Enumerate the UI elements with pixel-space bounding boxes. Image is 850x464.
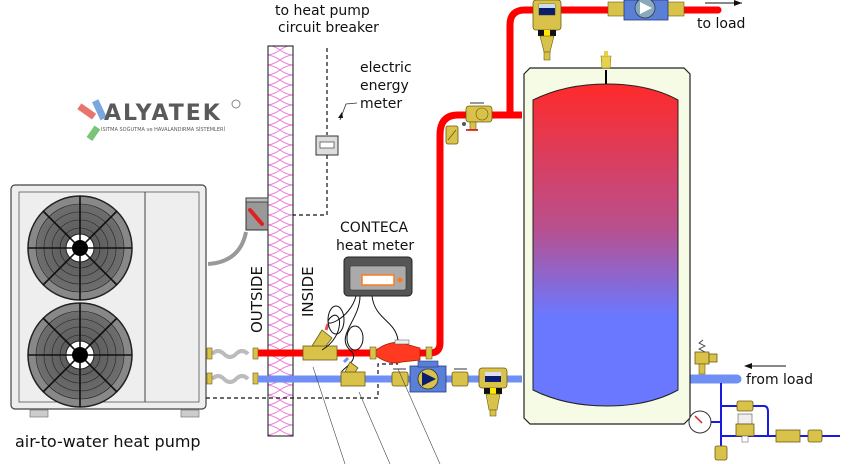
fan-upper (27, 195, 133, 301)
wall-insulation (267, 45, 294, 437)
logo-red-bar (77, 103, 97, 120)
isolation-valve-return-left (391, 368, 409, 387)
tank-vessel (532, 83, 679, 407)
leader-arrowhead (338, 112, 343, 118)
hose-fitting (252, 372, 259, 385)
drain-valve (714, 445, 728, 461)
breaker-label-line1: to heat pump (275, 3, 370, 19)
flex-hose-return (210, 374, 250, 384)
cable-coil (327, 305, 345, 335)
y-strainer-return (340, 356, 366, 387)
outside-label: OUTSIDE (248, 266, 266, 333)
circulator-pump-top (607, 0, 685, 21)
temperature-sensor-cable-return (341, 295, 361, 373)
heat-pump-label: air-to-water heat pump (15, 432, 201, 451)
pressure-relief-valve-return (694, 339, 718, 375)
hose-fitting (206, 347, 213, 360)
logo-brand-text: ALYATEK (104, 101, 222, 126)
supply-to-load-pipe (506, 6, 722, 119)
pressure-reducing-valve (735, 413, 755, 443)
backflow-preventer (775, 429, 801, 443)
heat-meter-label-line2: heat meter (336, 238, 414, 254)
conteca-heat-meter (343, 256, 413, 297)
energy-meter-label-line1: electric (360, 60, 412, 76)
heat-meter-led (397, 277, 403, 283)
alyatek-logo: ALYATEK ISITMA SOĞUTMA ve HAVALANDIRMA S… (77, 99, 241, 142)
flex-hose-supply (210, 349, 250, 359)
air-vent (600, 55, 612, 69)
logo-green-bar (86, 125, 101, 142)
disconnect-handle (248, 208, 264, 226)
temperature-sensor-cable-supply (321, 295, 357, 351)
logo-mark-icon (231, 99, 241, 109)
callout-leader-lines (312, 366, 441, 464)
to-load-label: to load (697, 16, 745, 32)
energy-meter-display (319, 141, 335, 149)
fill-isolation-valve (807, 429, 823, 443)
purge-valve-assembly (462, 102, 493, 131)
isolation-valve-return-right (451, 368, 469, 387)
energy-meter-label-line2: energy (360, 78, 409, 94)
cable-coil (346, 325, 364, 351)
storage-tank (523, 51, 691, 425)
heat-meter-flow-sensor (369, 339, 433, 364)
y-strainer-supply (302, 323, 338, 361)
power-cable (207, 231, 248, 266)
logo-tagline: ISITMA SOĞUTMA ve HAVALANDIRMA SİSTEMLER… (101, 126, 225, 133)
air-to-water-heat-pump (10, 184, 207, 418)
pressure-gauge (688, 410, 712, 434)
heat-meter-display (361, 274, 395, 286)
flow-sensor-cable (371, 295, 399, 341)
fan-lower (27, 302, 133, 408)
from-load-label: from load (746, 372, 813, 388)
heat-meter-label-line1: CONTECA (340, 220, 408, 236)
electric-energy-meter (315, 135, 339, 156)
inside-label: INSIDE (299, 266, 317, 317)
heat-pump-foot-right (180, 409, 200, 418)
electrical-wire-dashed (262, 48, 328, 216)
supply-pipe (258, 111, 522, 357)
air-vent-cap (604, 51, 608, 56)
logo-blue-bar (92, 99, 107, 121)
disconnect-switch (245, 197, 269, 231)
hose-fitting (252, 347, 259, 360)
breaker-label-line2: circuit breaker (278, 20, 379, 36)
air-dirt-separator-return (478, 367, 508, 417)
makeup-water-piping (708, 383, 840, 460)
heat-pump-foot-left (29, 409, 49, 418)
to-load-arrowhead (734, 0, 742, 6)
circulator-pump-return (409, 360, 447, 393)
exterior-wall (267, 45, 294, 437)
energy-meter-label-line3: meter (360, 96, 402, 112)
from-load-arrowhead (744, 363, 752, 369)
air-dirt-separator-top (532, 0, 562, 61)
pressure-relief-valve-supply (445, 125, 459, 145)
bypass-valve (736, 400, 754, 412)
hose-fitting (206, 372, 213, 385)
